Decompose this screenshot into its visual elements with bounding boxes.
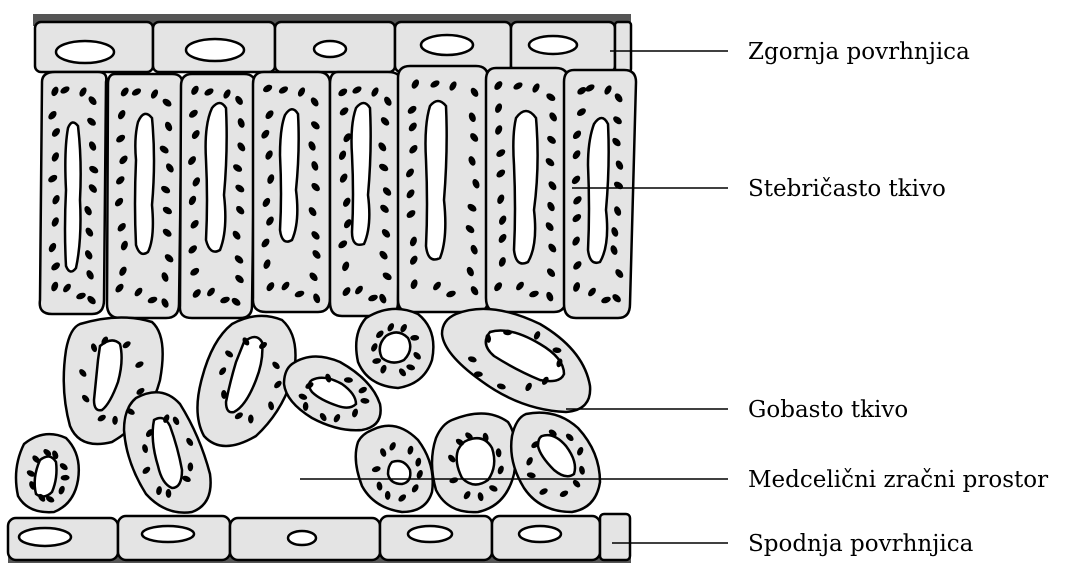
cell-vacuole bbox=[65, 122, 81, 271]
chloroplast bbox=[503, 330, 512, 336]
cell-vacuole bbox=[19, 528, 71, 546]
cell-vacuole bbox=[352, 103, 371, 245]
cell-vacuole bbox=[142, 526, 194, 542]
label-air-space: Medcelični zračni prostor bbox=[748, 467, 1048, 493]
chloroplast bbox=[248, 414, 254, 423]
cell-vacuole bbox=[519, 526, 561, 542]
cell-vacuole bbox=[288, 531, 316, 545]
palisade-tissue bbox=[40, 66, 636, 318]
upper-epidermis bbox=[33, 14, 631, 72]
cell-vacuole bbox=[421, 35, 473, 55]
cell-vacuole bbox=[186, 39, 244, 61]
cell-vacuole bbox=[588, 118, 609, 263]
label-palisade-tissue: Stebričasto tkivo bbox=[748, 176, 946, 202]
cell-vacuole bbox=[513, 111, 537, 264]
cell-vacuole bbox=[206, 103, 227, 252]
cell-vacuole bbox=[388, 461, 410, 484]
cell-vacuole bbox=[408, 526, 452, 542]
label-upper-epidermis: Zgornja povrhnjica bbox=[748, 39, 970, 65]
cell-vacuole bbox=[380, 332, 411, 362]
label-spongy-tissue: Gobasto tkivo bbox=[748, 397, 908, 423]
upper-epidermis-cell bbox=[615, 22, 631, 72]
spongy-tissue bbox=[16, 309, 600, 513]
cell-vacuole bbox=[56, 41, 114, 63]
cell-vacuole bbox=[135, 114, 154, 254]
lower-epidermis-cell bbox=[600, 514, 630, 560]
label-lower-epidermis: Spodnja povrhnjica bbox=[748, 531, 974, 557]
cell-vacuole bbox=[426, 101, 447, 260]
cell-vacuole bbox=[314, 41, 346, 57]
lower-epidermis bbox=[8, 514, 631, 563]
cell-vacuole bbox=[280, 109, 299, 241]
cell-vacuole bbox=[529, 36, 577, 54]
